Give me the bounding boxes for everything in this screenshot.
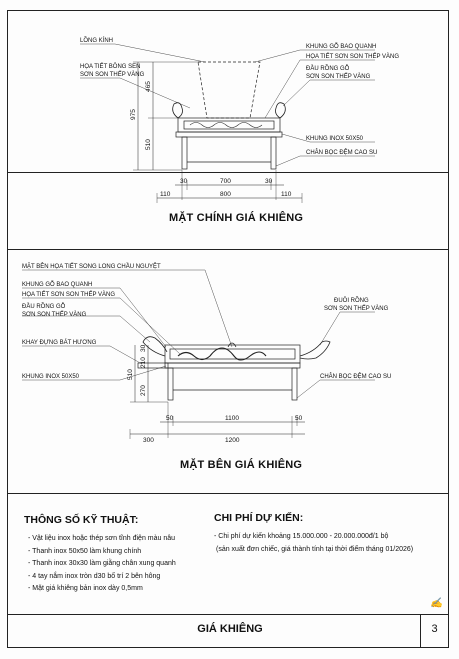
side-label-motif: MẶT BÊN HỌA TIẾT SONG LONG CHẦU NGUYỆT: [22, 262, 161, 270]
side-label-rubber-feet: CHÂN BỌC ĐỆM CAO SU: [320, 372, 391, 380]
front-inox-frame: [175, 131, 283, 138]
divider-page-cell: [420, 614, 421, 648]
front-dim-30-left: 30: [180, 178, 188, 185]
side-view-drawing: MẶT BÊN HỌA TIẾT SONG LONG CHẦU NGUYỆT K…: [22, 262, 391, 444]
front-leg-left: [181, 136, 188, 170]
front-label-rubber-feet: CHÂN BỌC ĐỆM CAO SU: [306, 148, 377, 156]
front-dim-110-right: 110: [281, 191, 292, 198]
front-dim-510: 510: [145, 139, 152, 150]
side-dim-1200: 1200: [225, 437, 240, 444]
specs-item: - Thanh inox 50x50 làm khung chính: [28, 547, 142, 555]
sheet-border: [7, 10, 449, 648]
specs-item: - 4 tay nắm inox tròn d30 bố trí 2 bên h…: [28, 572, 161, 580]
cost-title: CHI PHÍ DỰ KIẾN:: [214, 512, 304, 524]
side-label-dragon-tail-2: SƠN SON THẾP VÀNG: [324, 305, 389, 312]
side-dim-1100: 1100: [225, 415, 239, 422]
front-label-lotus-motif-2: SƠN SON THẾP VÀNG: [80, 71, 145, 78]
specs-list: - Vật liệu inox hoặc thép sơn tĩnh điện …: [28, 533, 176, 596]
side-dim-270: 270: [140, 385, 147, 396]
divider-footer-top: [7, 614, 449, 615]
side-label-inox-frame: KHUNG INOX 50X50: [22, 374, 80, 380]
front-dim-465: 465: [145, 81, 152, 92]
front-label-glass-case: LỒNG KÍNH: [80, 37, 113, 44]
front-dim-800: 800: [220, 191, 231, 198]
cost-line-1: - Chi phí dự kiến khoảng 15.000.000 - 20…: [214, 533, 389, 540]
side-inox-frame: [164, 362, 301, 369]
specs-item: - Mặt giá khiêng bản inox dày 0,5mm: [28, 585, 143, 592]
side-dim-30: 30: [140, 344, 147, 352]
front-glass-case: [197, 61, 261, 119]
front-label-frame: KHUNG GỖ BAO QUANH: [306, 43, 376, 50]
front-label-dragon-head-2: SƠN SON THẾP VÀNG: [306, 73, 371, 80]
specs-item: - Thanh inox 30x30 làm giằng chân xung q…: [28, 560, 176, 567]
front-dim-975: 975: [130, 109, 137, 120]
side-label-frame: KHUNG GỖ BAO QUANH: [22, 281, 92, 288]
front-label-dragon-head-1: ĐẦU RỒNG GỖ: [306, 65, 350, 72]
side-dim-510: 510: [127, 369, 134, 380]
cost-line-2: (sản xuất đơn chiếc, giá thành tính tại …: [216, 546, 414, 553]
side-label-dragon-head-2: SƠN SON THẾP VÀNG: [22, 311, 87, 318]
front-view-title: MẶT CHÍNH GIÁ KHIÊNG: [169, 212, 304, 224]
front-label-lotus-motif-1: HỌA TIẾT BÔNG SEN: [80, 63, 140, 70]
footer-title: GIÁ KHIÊNG: [197, 623, 263, 635]
divider-front-view-bottom: [7, 172, 449, 173]
front-view-drawing: LỒNG KÍNH HỌA TIẾT BÔNG SEN SƠN SON THẾP…: [80, 37, 399, 203]
side-dim-50-right: 50: [295, 415, 303, 422]
front-top-board: [177, 117, 281, 133]
side-dim-300: 300: [143, 437, 154, 444]
side-dim-210: 210: [140, 357, 147, 368]
side-label-dragon-tail-1: ĐUÔI RỒNG: [334, 297, 369, 304]
page-number: 3: [431, 623, 438, 635]
front-label-inox-frame: KHUNG INOX 50X50: [306, 136, 364, 142]
front-label-motif-gold: HỌA TIẾT SƠN SON THẾP VÀNG: [306, 53, 399, 60]
front-leg-right: [270, 136, 277, 170]
signature-mark: ✍: [430, 598, 443, 609]
front-dragon-head-left: [172, 102, 183, 119]
divider-side-view-top: [7, 249, 449, 250]
specs-item: - Vật liệu inox hoặc thép sơn tĩnh điện …: [28, 535, 176, 542]
front-dim-700: 700: [220, 178, 231, 185]
front-dim-30-right: 30: [265, 178, 273, 185]
side-dim-50-left: 50: [166, 415, 174, 422]
side-leg-left: [167, 367, 174, 401]
front-dragon-head-right: [275, 102, 286, 119]
side-label-motif-gold: HỌA TIẾT SƠN SON THẾP VÀNG: [22, 291, 115, 298]
side-label-incense-tray: KHAY ĐỰNG BÁT HƯƠNG: [22, 339, 97, 346]
front-dim-110-left: 110: [160, 191, 171, 198]
side-view-title: MẶT BÊN GIÁ KHIÊNG: [180, 459, 303, 471]
side-dragon-head-left: [142, 336, 168, 357]
side-label-dragon-head-1: ĐẦU RỒNG GỖ: [22, 303, 66, 310]
front-carving: [189, 122, 263, 128]
side-carving-double-dragon: [177, 347, 267, 361]
side-leg-right: [291, 367, 298, 401]
side-incense-tray: [137, 362, 169, 369]
specs-title: THÔNG SỐ KỸ THUẬT:: [24, 514, 139, 526]
divider-specs-top: [7, 493, 449, 494]
side-dragon-tail-right: [299, 340, 331, 360]
